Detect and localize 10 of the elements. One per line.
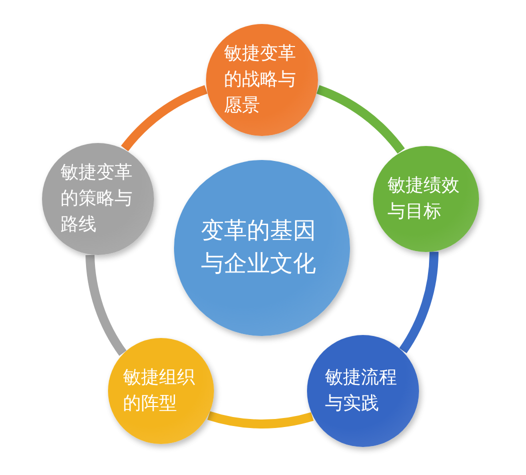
node-text: 敏捷变革的策略与路线: [60, 160, 134, 237]
ring-arc-connector: [399, 252, 438, 354]
ring-arc-connector: [316, 85, 405, 154]
node-text: 敏捷绩效与目标: [388, 174, 461, 224]
ring-arc-connector: [86, 254, 127, 356]
node-text: 敏捷流程与实践: [325, 366, 398, 416]
node-text: 变革的基因与企业文化: [201, 216, 317, 279]
node-text: 敏捷变革的战略与愿景: [224, 42, 297, 118]
ring-arc-connector: [208, 411, 314, 428]
node-text: 敏捷组织的阵型: [122, 366, 196, 416]
